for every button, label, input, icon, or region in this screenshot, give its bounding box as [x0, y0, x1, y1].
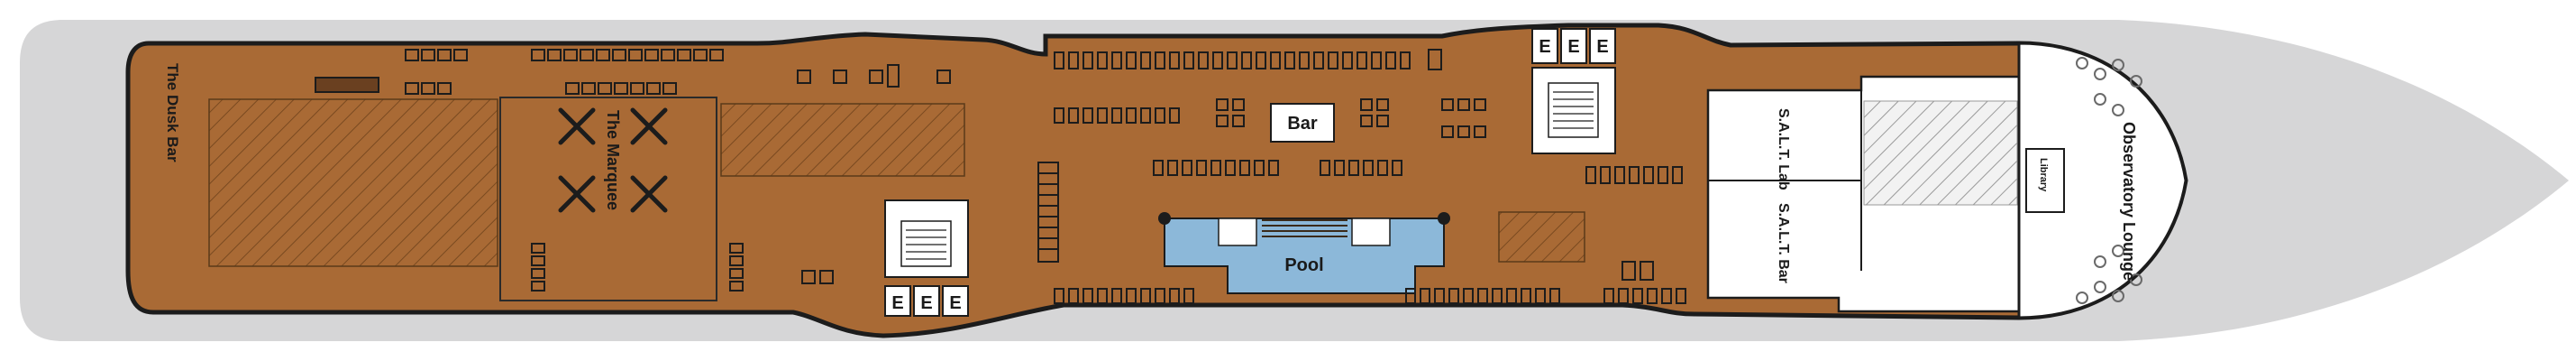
elevator-letter: E — [920, 293, 932, 313]
library-room — [2025, 148, 2065, 213]
label-bar: Bar — [1287, 114, 1318, 134]
sun-deck-mid-hatched — [720, 103, 965, 177]
elevator-core-aft — [884, 199, 969, 317]
deck-furniture — [315, 49, 1686, 304]
marquee-area — [499, 97, 717, 301]
salt-hatched-area — [1863, 100, 2018, 206]
elevator-letter: E — [949, 293, 961, 313]
pool-step-left — [1218, 218, 1257, 246]
label-library: Library — [2038, 158, 2049, 192]
deck-hatched-small — [1498, 211, 1585, 263]
label-salt-bar: S.A.L.T. Bar — [1776, 203, 1791, 283]
label-dusk-bar: The Dusk Bar — [164, 63, 181, 162]
elevator-letter: E — [891, 293, 903, 313]
label-pool: Pool — [1284, 255, 1323, 275]
sun-deck-left-hatched — [208, 98, 498, 267]
pool-post-right — [1438, 212, 1450, 225]
pool-step-right — [1351, 218, 1391, 246]
observatory-seating — [2076, 57, 2142, 304]
label-salt-lab: S.A.L.T. Lab — [1776, 108, 1791, 190]
label-marquee: The Marquee — [604, 110, 622, 210]
label-observatory-lounge: Observatory Lounge — [2120, 122, 2138, 281]
pool-steps — [1262, 219, 1347, 237]
marquee-cabanas — [558, 107, 668, 213]
elevator-letter: E — [1539, 37, 1550, 57]
pool-post-left — [1158, 212, 1171, 225]
bar-counter — [1270, 103, 1335, 143]
observatory-lounge-area — [2017, 42, 2188, 319]
elevator-letter: E — [1596, 37, 1608, 57]
elevator-letter: E — [1567, 37, 1579, 57]
elevator-core-forward — [1531, 28, 1616, 154]
